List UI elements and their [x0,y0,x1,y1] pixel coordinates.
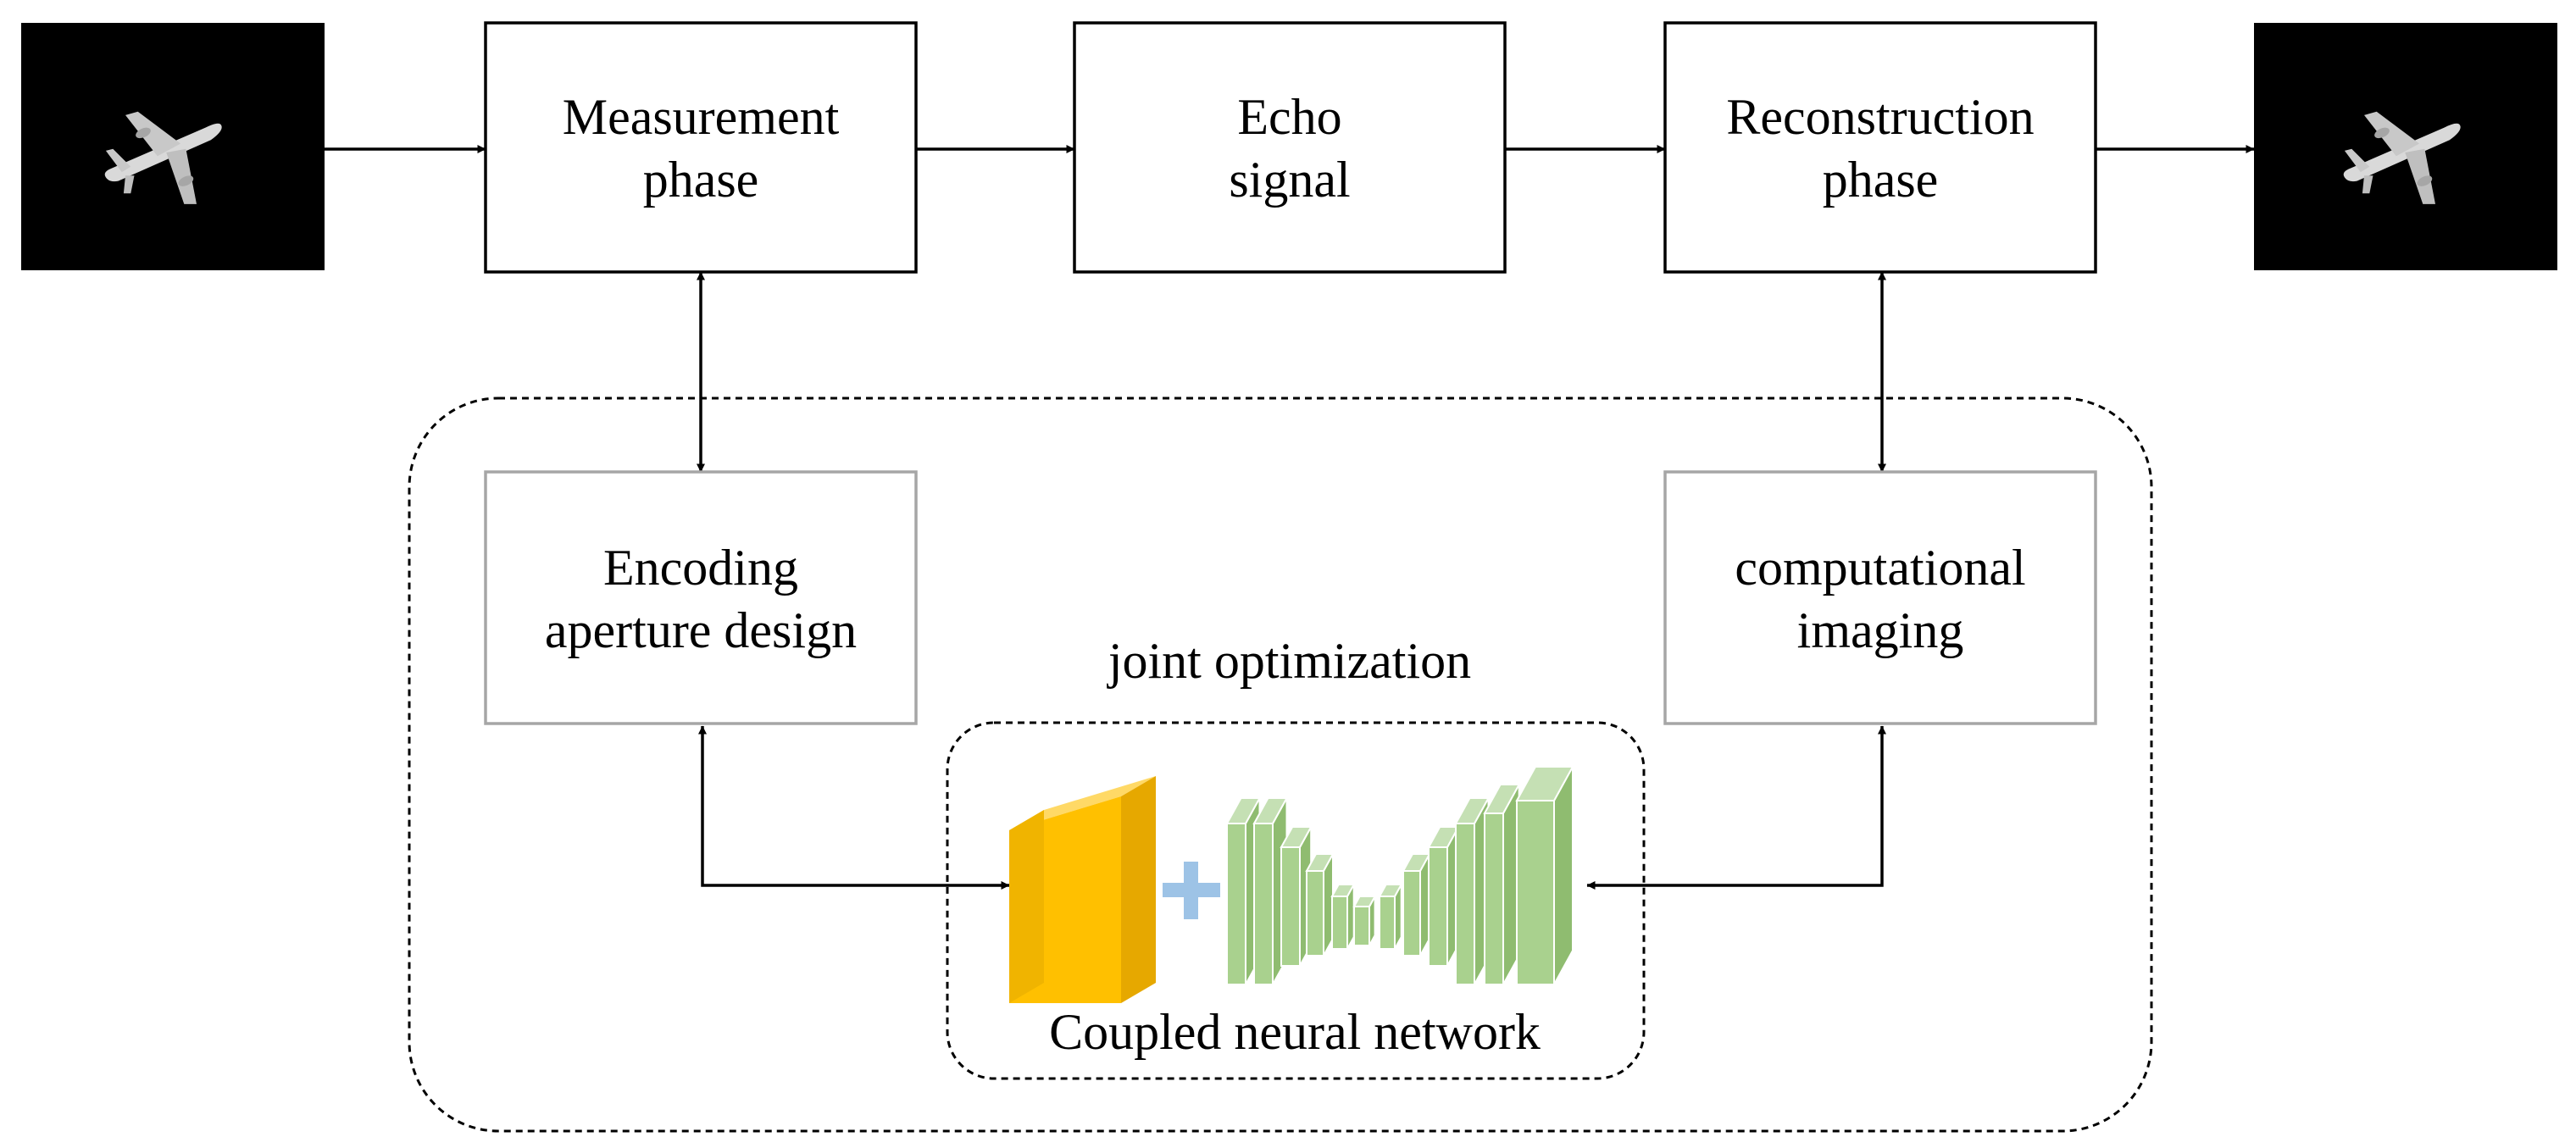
network-layer [1428,846,1448,967]
joint-optimization-label: joint optimization [1107,633,1471,689]
network-layer-side [1553,766,1574,985]
arrow-computational-network [1586,725,1886,890]
computational-line2: imaging [1797,602,1964,658]
encoding-line2: aperture design [545,602,857,658]
coupled-network-label: Coupled neural network [1049,1004,1541,1060]
reconstruction-line1: Reconstruction [1726,89,2034,145]
reconstruction-phase-box: Reconstruction phase [1663,21,2097,274]
echo-line2: signal [1229,152,1350,208]
network-layer [1516,800,1555,985]
optimization-container [408,397,2153,1133]
computational-line1: computational [1735,540,2025,596]
network-layer [1306,870,1324,957]
input-image [21,23,325,270]
plus-icon [1163,862,1220,919]
network-layer [1402,870,1421,957]
network-layer [1455,823,1475,985]
coupled-network-graphic [1009,766,1574,1003]
echo-signal-box: Echo signal [1073,21,1507,274]
measurement-line1: Measurement [563,89,840,145]
network-layers [1225,766,1574,985]
computational-imaging-box: computational imaging [1663,470,2097,725]
network-layer [1280,846,1301,967]
network-layer [1484,812,1504,985]
echo-line1: Echo [1237,89,1341,145]
network-container [946,721,1646,1080]
encoding-aperture-box: Encoding aperture design [484,470,918,725]
reconstruction-line2: phase [1823,152,1939,208]
measurement-phase-box: Measurement phase [484,21,918,274]
encoder-block [1009,776,1156,1003]
network-layer [1253,823,1274,985]
measurement-line2: phase [643,152,759,208]
encoding-line1: Encoding [603,540,798,596]
network-layer [1226,823,1246,985]
output-image [2254,23,2557,270]
network-layer [1331,896,1348,950]
network-layer [1353,906,1370,946]
arrow-encoding-network [698,725,1010,890]
network-layer [1379,896,1396,950]
